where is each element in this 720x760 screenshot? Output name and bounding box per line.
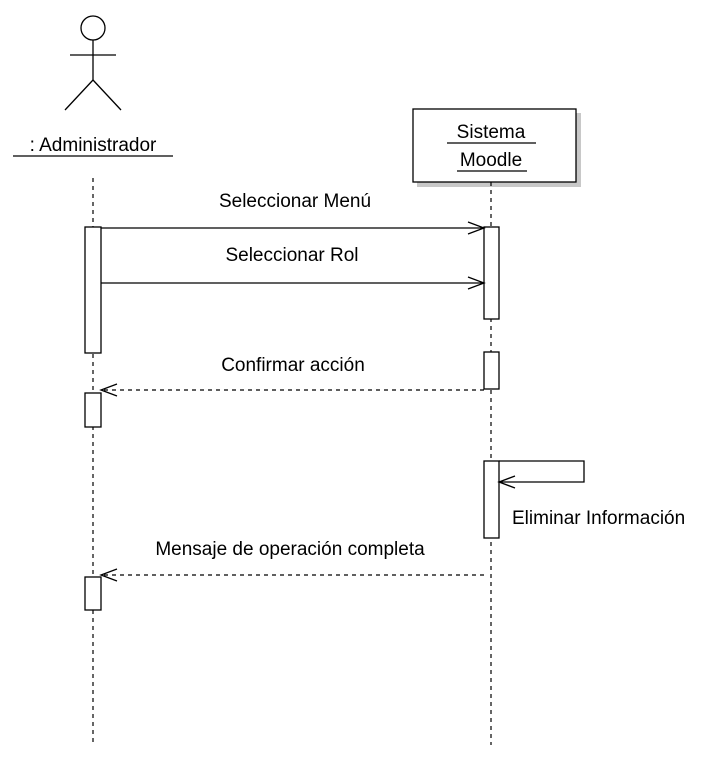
object-box bbox=[412, 108, 577, 183]
open-arrowhead-icon bbox=[467, 276, 486, 290]
activation-sistema-1 bbox=[483, 226, 500, 320]
object-sistema-moodle: Sistema Moodle bbox=[412, 108, 581, 187]
open-arrowhead-icon bbox=[99, 568, 118, 582]
message-confirmar-accion: Confirmar acción bbox=[99, 355, 484, 397]
activation-sistema-3 bbox=[483, 460, 500, 539]
open-arrowhead-icon bbox=[497, 475, 516, 489]
stick-figure-icon bbox=[64, 15, 122, 111]
message-label: Mensaje de operación completa bbox=[155, 539, 425, 560]
actor-administrador: : Administrador bbox=[13, 15, 173, 157]
open-arrowhead-icon bbox=[99, 383, 118, 397]
message-label: Eliminar Información bbox=[512, 508, 685, 529]
message-label: Seleccionar Menú bbox=[219, 191, 371, 212]
message-label: Seleccionar Rol bbox=[225, 245, 358, 266]
message-seleccionar-rol: Seleccionar Rol bbox=[101, 245, 486, 290]
open-arrowhead-icon bbox=[467, 221, 486, 235]
message-operacion-completa: Mensaje de operación completa bbox=[99, 539, 484, 582]
self-message-line bbox=[499, 460, 585, 483]
activation-sistema-2 bbox=[483, 351, 500, 390]
message-seleccionar-menu: Seleccionar Menú bbox=[101, 191, 486, 235]
message-label: Confirmar acción bbox=[221, 355, 365, 376]
object-label-line2: Moodle bbox=[460, 150, 522, 171]
activation-administrador-3 bbox=[84, 576, 102, 611]
activation-administrador-2 bbox=[84, 392, 102, 428]
message-eliminar-informacion: Eliminar Información bbox=[497, 460, 685, 529]
activation-administrador-1 bbox=[84, 226, 102, 354]
actor-label: : Administrador bbox=[30, 135, 157, 156]
object-label-line1: Sistema bbox=[457, 122, 526, 143]
